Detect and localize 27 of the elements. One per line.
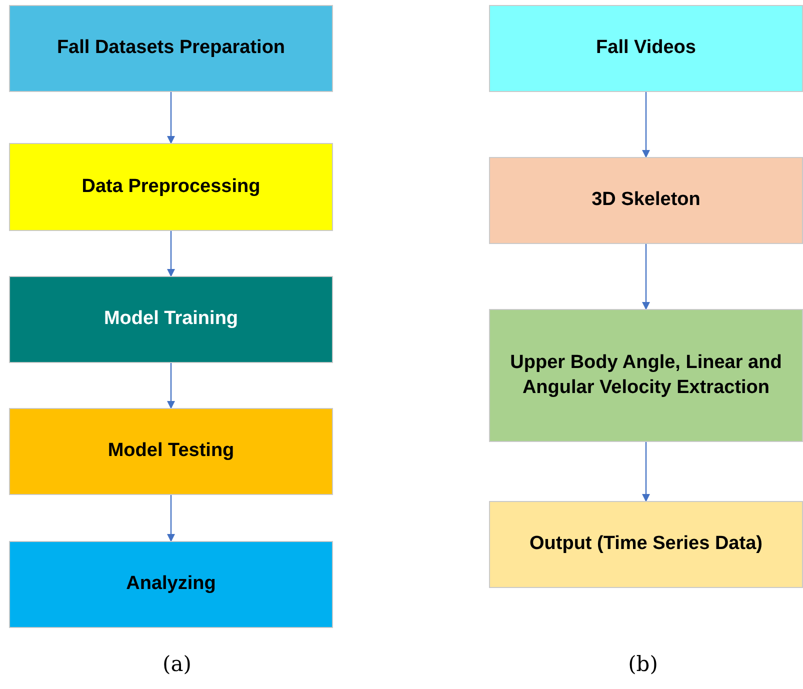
box-label: Model Training [104, 307, 238, 332]
arrow [167, 92, 175, 144]
panel-caption: (b) [628, 652, 658, 676]
panel-caption: (a) [162, 652, 192, 676]
arrow [167, 363, 175, 409]
process-box [489, 157, 803, 244]
process-box [489, 501, 803, 588]
box-label: Fall Datasets Preparation [56, 36, 286, 60]
arrow [642, 244, 650, 310]
box-label: 3D Skeleton [592, 188, 700, 212]
process-box [9, 541, 333, 628]
arrow [642, 442, 650, 502]
process-box [489, 5, 803, 92]
box-label: Fall Videos [596, 36, 696, 60]
process-box [9, 5, 333, 92]
box-label: Output (Time Series Data) [530, 532, 762, 556]
arrow [167, 495, 175, 542]
arrow [167, 231, 175, 277]
process-box [9, 143, 333, 231]
process-box [489, 309, 803, 442]
box-label: Data Preprocessing [82, 174, 260, 199]
process-box [9, 408, 333, 495]
box-label: Analyzing [126, 572, 216, 596]
process-box [9, 276, 333, 363]
box-label: Upper Body Angle, Linear and Angular Velocity Extraction [509, 350, 783, 400]
arrow [642, 92, 650, 158]
box-label: Model Testing [108, 439, 234, 464]
